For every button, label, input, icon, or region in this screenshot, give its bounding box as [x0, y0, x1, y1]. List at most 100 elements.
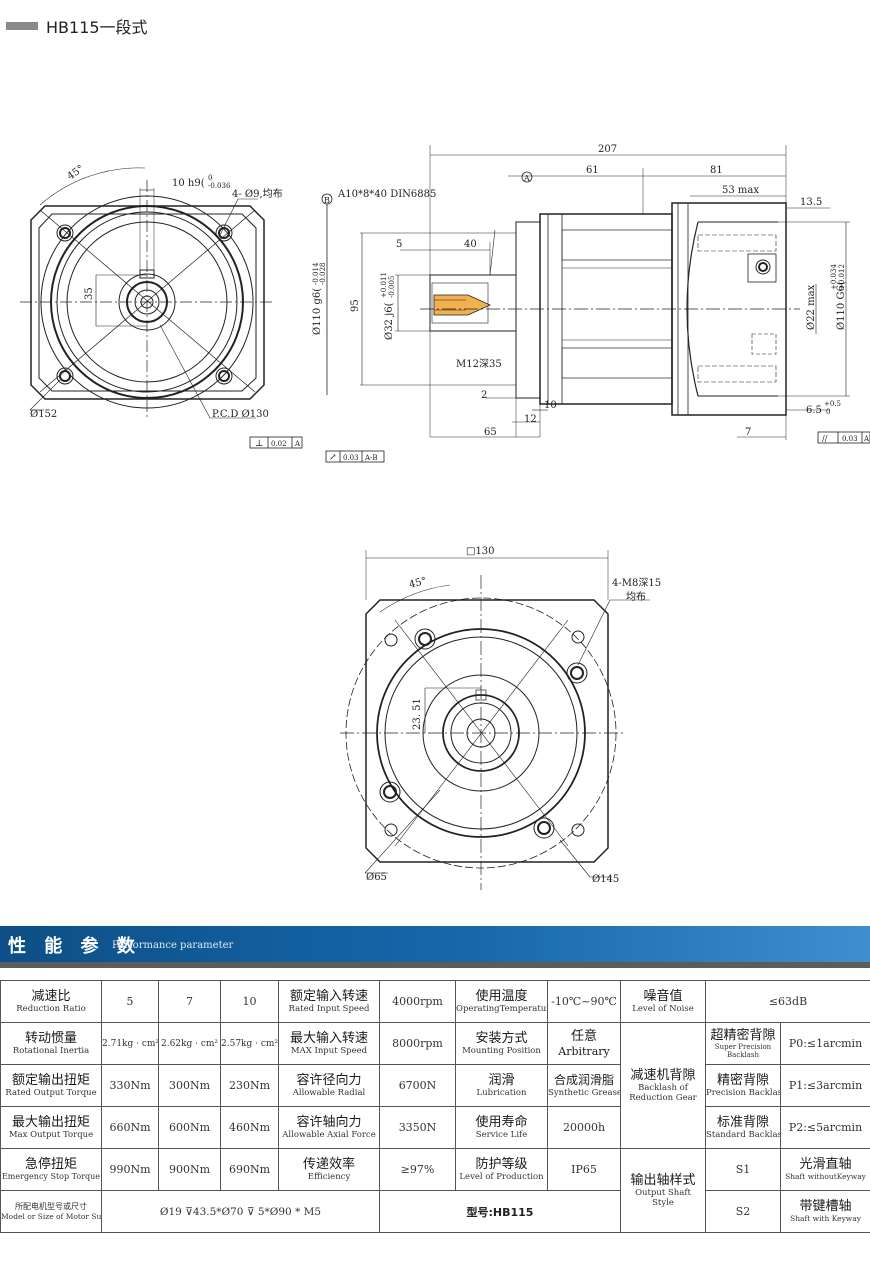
dim-6-5-tol-up: +0.5: [824, 400, 841, 408]
front-dia-152: Ø152: [30, 409, 57, 420]
dim-6-5: 6.5: [806, 405, 822, 416]
rear-view: [340, 550, 650, 890]
std-backlash-value: P2:≤5arcmin: [780, 1106, 870, 1149]
dim-5: 5: [396, 239, 402, 250]
front-angle: 45°: [65, 163, 86, 182]
motor-value: Ø19 ⊽43.5*Ø70 ⊽ 5*Ø90 * M5: [101, 1190, 380, 1233]
front-view: [20, 167, 275, 420]
dim-110g6-tol-lo: -0.028: [319, 263, 327, 285]
dim-61: 61: [586, 165, 599, 176]
tol2-symbol: ↗: [329, 453, 337, 463]
tol3-symbol: //: [822, 434, 828, 443]
thread-note: M12深35: [456, 358, 502, 370]
tol2-ref: A-B: [364, 454, 378, 462]
max-torque-10: 460Nm: [220, 1106, 279, 1149]
datum-a: A: [523, 174, 530, 183]
dim-110G6-tol-lo: +0.012: [838, 264, 846, 290]
tol2-value: 0.03: [343, 454, 359, 462]
tol3-value: 0.03: [842, 435, 858, 443]
temp-value: -10℃~90℃: [547, 980, 621, 1023]
front-holes-label: 4- Ø9,均布: [232, 188, 283, 200]
title-bar-icon: [6, 22, 38, 30]
dim-6-5-tol-lo: 0: [826, 408, 830, 416]
inertia-10: 2.57kg · cm²: [220, 1022, 279, 1065]
estop-5: 990Nm: [101, 1148, 159, 1191]
dim-95: 95: [350, 299, 361, 312]
rear-square: □130: [466, 546, 495, 557]
dim-13-5: 13.5: [800, 197, 822, 208]
dim-110g6-tol-up: -0.014: [312, 262, 320, 285]
datum-b: B: [324, 196, 330, 205]
rear-dia-145: Ø145: [592, 874, 619, 885]
key-note: A10*8*40 DIN6885: [337, 189, 436, 200]
rated-torque-7: 300Nm: [158, 1064, 221, 1107]
dim-12: 12: [524, 414, 537, 425]
dim-110G6: Ø110 G6(: [836, 281, 847, 330]
dim-22max: Ø22 max: [806, 284, 817, 330]
rated-torque-5: 330Nm: [101, 1064, 159, 1107]
tol1-ref: A: [294, 440, 301, 448]
radial-value: 6700N: [379, 1064, 456, 1107]
ratio-5: 5: [101, 980, 159, 1023]
performance-title-en: Performance parameter: [112, 940, 234, 951]
max-speed-value: 8000rpm: [379, 1022, 456, 1065]
dim-110G6-tol-up: +0.034: [830, 264, 838, 290]
tol1-value: 0.02: [271, 440, 287, 448]
rated-speed-value: 4000rpm: [379, 980, 456, 1023]
performance-title-cn: 性 能 参 数: [8, 936, 141, 957]
rear-holes-line2: 均布: [626, 591, 646, 603]
max-torque-7: 600Nm: [158, 1106, 221, 1149]
dim-65: 65: [484, 427, 497, 438]
ratio-10: 10: [220, 980, 279, 1023]
inertia-5: 2.71kg · cm²: [101, 1022, 159, 1065]
tolerance-frames: [249, 171, 870, 463]
rear-holes-line1: 4-M8深15: [612, 577, 661, 589]
rear-dia-65: Ø65: [366, 872, 387, 883]
performance-band: [0, 926, 870, 962]
s2-code: S2: [705, 1190, 781, 1233]
dim-53max: 53 max: [722, 185, 759, 196]
dim-2: 2: [481, 390, 487, 401]
life-value: 20000h: [547, 1106, 621, 1149]
front-key-tol-up: 0: [208, 174, 212, 182]
dim-32j6-tol-up: +0.011: [380, 272, 388, 298]
noise-value: ≤63dB: [705, 980, 870, 1023]
performance-stripe: [0, 962, 870, 968]
page-title: HB115一段式: [6, 14, 148, 38]
dim-32j6-tol-lo: -0.005: [388, 276, 396, 298]
rear-angle: 45°: [408, 576, 428, 591]
ratio-7: 7: [158, 980, 221, 1023]
dim-40: 40: [464, 239, 477, 250]
inertia-7: 2.62kg · cm²: [158, 1022, 221, 1065]
tol3-ref: A: [863, 435, 870, 443]
title-text: HB115一段式: [46, 18, 148, 37]
dim-110g6: Ø110 g6(: [312, 288, 323, 335]
dim-81: 81: [710, 165, 723, 176]
prec-backlash-value: P1:≤3arcmin: [780, 1064, 870, 1107]
s1-code: S1: [705, 1148, 781, 1191]
model-name: 型号:HB115: [379, 1190, 621, 1233]
front-key-height: 35: [84, 287, 95, 300]
dim-10: 10: [544, 400, 557, 411]
